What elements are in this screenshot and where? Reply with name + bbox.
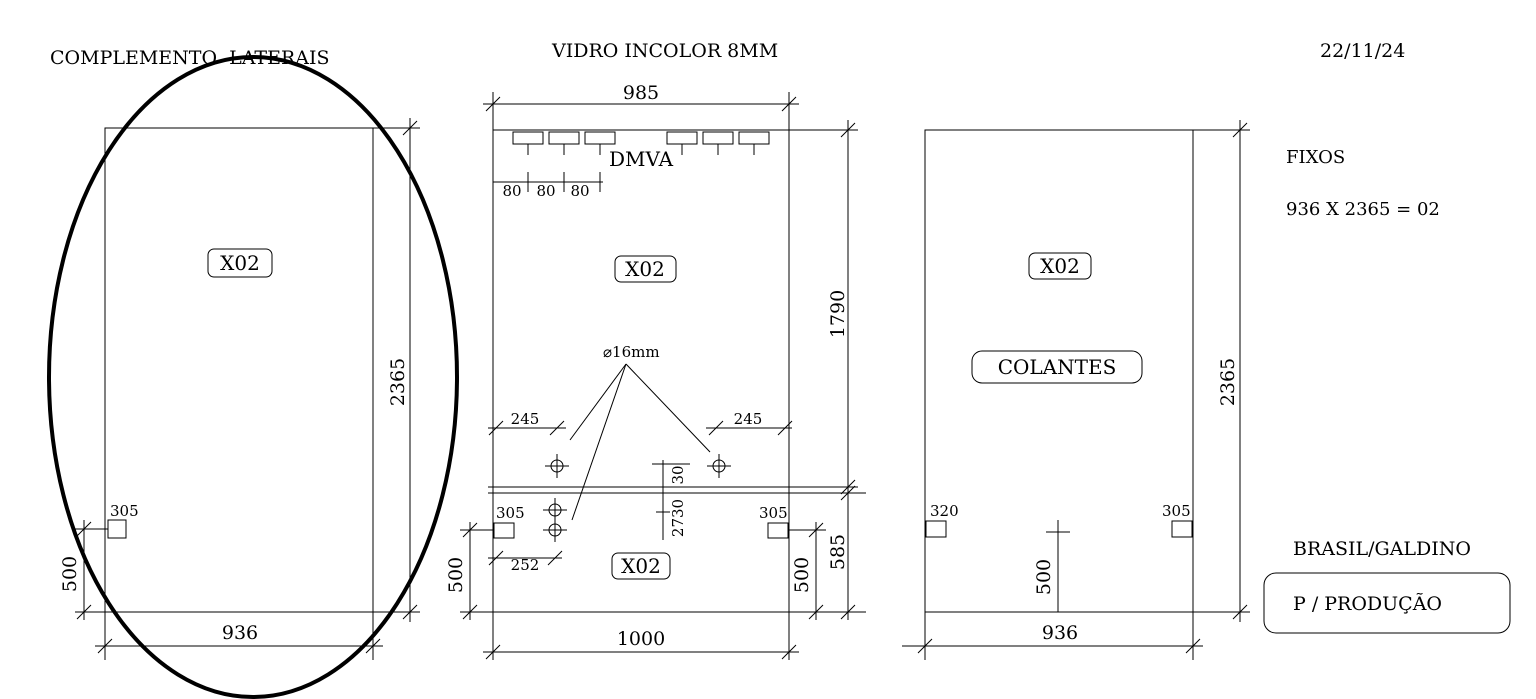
panel-center-top-width: 985 xyxy=(623,82,659,104)
fixos-label: FIXOS xyxy=(1286,147,1345,168)
right-hinge-right xyxy=(1171,520,1193,538)
left-title: COMPLEMENTO LATERAIS xyxy=(50,47,330,69)
offset-500-left: 500 xyxy=(445,557,467,593)
status-box xyxy=(1263,572,1511,634)
panel-left-width: 936 xyxy=(222,622,258,644)
panel-center-lower-height: 585 xyxy=(827,534,849,570)
panel-left-height: 2365 xyxy=(387,358,409,406)
colantes-box xyxy=(971,350,1143,384)
center-title: VIDRO INCOLOR 8MM xyxy=(551,40,778,62)
right-245: 245 xyxy=(734,410,763,428)
panel-right-height: 2365 xyxy=(1217,358,1239,406)
hole-2730: 2730 xyxy=(669,499,687,537)
colantes-label: COLANTES xyxy=(998,355,1117,379)
panel-left-hinge-label: 305 xyxy=(110,502,139,520)
panel-left-tag-box xyxy=(207,248,273,278)
panel-center-tag-lower: X02 xyxy=(621,554,661,578)
panel-center-top-label: DMVA xyxy=(609,147,674,171)
left-245: 245 xyxy=(511,410,540,428)
center-hinge-left-label: 305 xyxy=(496,504,525,522)
panel-right-outline xyxy=(924,129,1194,613)
hole-diameter-label: ⌀16mm xyxy=(603,343,660,361)
panel-left-side-offset: 500 xyxy=(59,556,81,592)
panel-right-width: 936 xyxy=(1042,622,1078,644)
client-label: BRASIL/GALDINO xyxy=(1293,538,1471,560)
offset-500-right: 500 xyxy=(791,557,813,593)
fixos-spec: 936 X 2365 = 02 xyxy=(1286,199,1440,220)
date-label: 22/11/24 xyxy=(1320,40,1405,62)
right-hinge-right-label: 305 xyxy=(1162,502,1191,520)
panel-left: X02 305 2365 936 500 xyxy=(47,55,459,699)
offset-252: 252 xyxy=(511,556,540,574)
status-label: P / PRODUÇÃO xyxy=(1293,593,1442,615)
right-hinge-left-label: 320 xyxy=(930,502,959,520)
panel-left-tag: X02 xyxy=(220,251,260,275)
center-hinge-right-label: 305 xyxy=(759,504,788,522)
panel-center-tag-lower-box xyxy=(611,552,671,580)
dmva-clamps xyxy=(512,131,770,155)
center-hinge-right xyxy=(767,522,789,539)
panel-center-outline xyxy=(492,129,790,613)
panel-left-outline xyxy=(104,127,374,613)
panel-left-hinge xyxy=(107,519,127,539)
right-hinge-left xyxy=(925,520,947,538)
spacing-2: 80 xyxy=(536,182,555,200)
spacing-1: 80 xyxy=(502,182,521,200)
panel-center-tag-upper: X02 xyxy=(625,257,665,281)
holes xyxy=(543,454,731,542)
spacing-3: 80 xyxy=(570,182,589,200)
highlight-ellipse xyxy=(47,55,459,699)
panel-center-bottom-width: 1000 xyxy=(617,628,665,650)
panel-right: X02 COLANTES 320 305 500 2365 936 xyxy=(902,120,1250,660)
panel-right-offset-500: 500 xyxy=(1033,559,1055,595)
panel-right-tag: X02 xyxy=(1040,254,1080,278)
panel-center: 985 DMVA 80 80 80 X02 xyxy=(445,82,866,660)
panel-right-tag-box xyxy=(1028,252,1092,280)
panel-center-upper-height: 1790 xyxy=(827,290,849,338)
panel-center-tag-upper-box xyxy=(614,255,677,283)
hole-30: 30 xyxy=(669,465,687,484)
center-hinge-left xyxy=(493,522,515,539)
